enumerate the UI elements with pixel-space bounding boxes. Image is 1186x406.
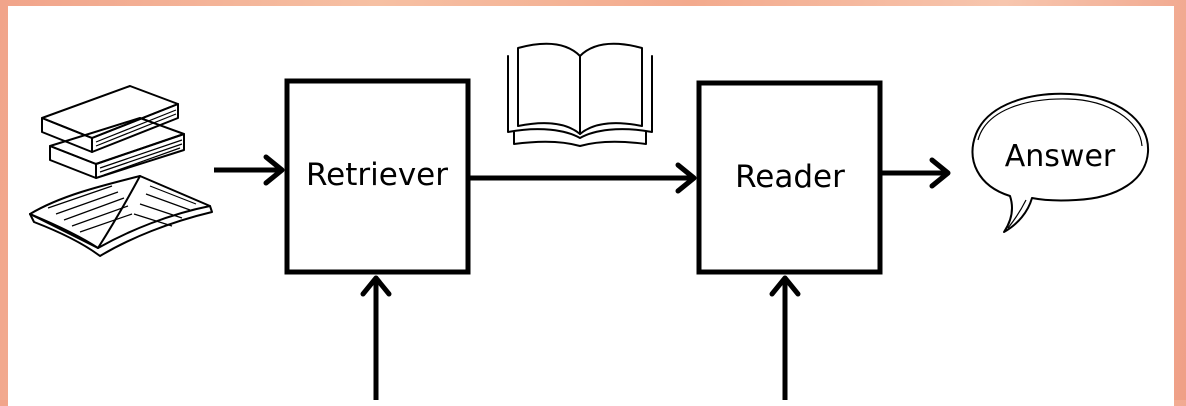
reader-label: Reader — [735, 159, 845, 195]
arrowhead-icon — [929, 157, 951, 189]
reader-box — [696, 80, 883, 275]
arrowhead-icon — [769, 275, 801, 297]
arrowhead-icon — [675, 162, 697, 194]
open-book-icon — [507, 42, 653, 147]
retriever-label: Retriever — [306, 157, 448, 193]
books-stack-icon — [29, 85, 213, 257]
speech-bubble-icon — [971, 92, 1150, 233]
arrowhead-icon — [360, 275, 392, 297]
arrowhead-icon — [263, 154, 285, 186]
answer-label: Answer — [1005, 139, 1116, 174]
retriever-box — [284, 78, 471, 275]
diagram-canvas — [8, 6, 1174, 406]
